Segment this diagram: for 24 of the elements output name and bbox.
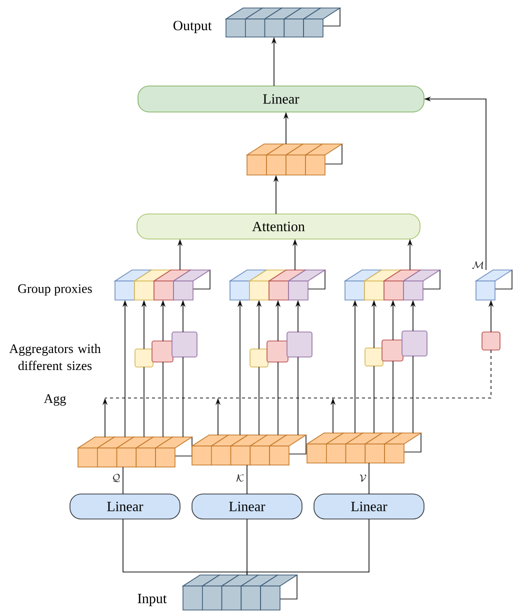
tensor-label: Output — [174, 20, 212, 34]
tensor-label: $\mathcal{Q}$ — [113, 474, 120, 482]
process-box: Attention — [136, 214, 420, 240]
tensor-label: Input — [138, 594, 167, 606]
process-box: Linear — [70, 494, 180, 520]
process-box: Linear — [192, 494, 302, 520]
aggregator-box — [266, 340, 288, 362]
aggregator-box — [172, 332, 198, 358]
aggregator-box — [402, 330, 428, 356]
aggregator-box — [152, 340, 174, 362]
aggregator-box — [286, 332, 312, 358]
tensor-label: $\mathcal{V}$ — [360, 474, 366, 482]
side-label: Group proxies — [18, 284, 92, 296]
tensor-label: $\mathcal{K}$ — [236, 474, 244, 482]
side-label: Agg — [44, 394, 66, 406]
aggregator-box — [250, 348, 268, 368]
side-label: Aggregators with different sizes — [9, 344, 101, 370]
process-box: Linear — [138, 86, 424, 112]
aggregator-box — [364, 348, 384, 366]
process-box: Linear — [314, 494, 424, 520]
aggregator-box — [482, 332, 500, 350]
aggregator-box — [382, 340, 404, 362]
aggregator-box — [134, 348, 154, 368]
tensor-label: $\mathcal{M}$ — [472, 261, 484, 269]
